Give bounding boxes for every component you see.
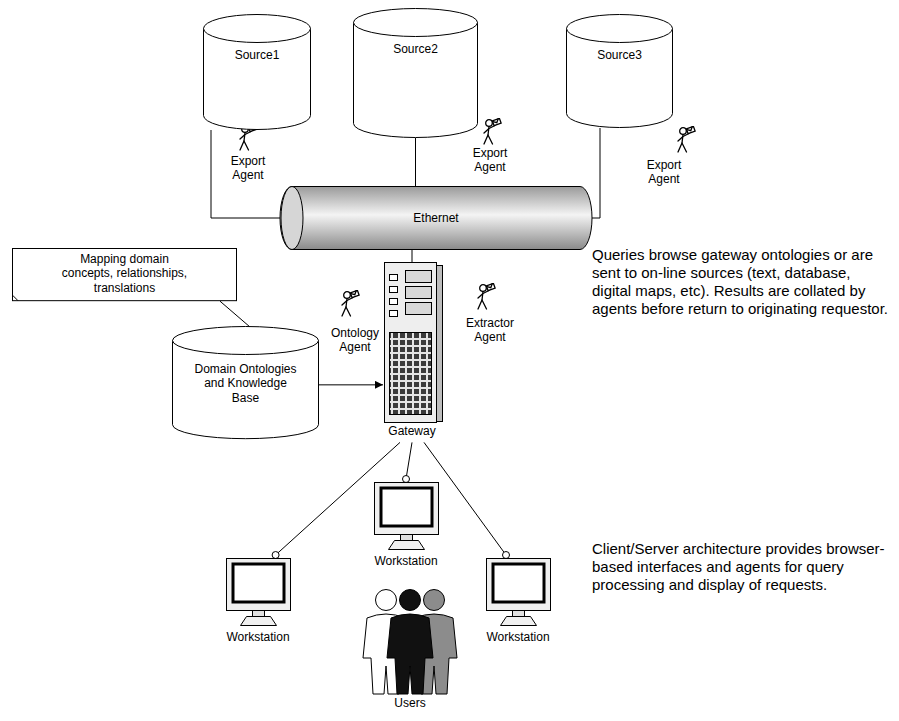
node-text-group: Ethernet	[280, 186, 592, 225]
connector	[415, 138, 416, 186]
ethernet-bus: Ethernet	[280, 186, 592, 250]
connector	[220, 301, 250, 327]
port-circle	[503, 552, 510, 559]
node-text-group: Workstation	[366, 554, 446, 568]
server-vent	[390, 333, 432, 415]
connector	[319, 384, 383, 385]
users-group-outline	[350, 588, 470, 696]
node-text-group: Mapping domain concepts, relationships, …	[55, 248, 195, 295]
cylinder-top	[204, 15, 311, 43]
icon-caption: Users	[350, 696, 470, 710]
cylinder-top	[354, 9, 478, 37]
node-text-group: Workstation	[218, 630, 298, 644]
server-button	[390, 299, 398, 305]
agent-icon	[678, 125, 695, 152]
icon-caption: Workstation	[478, 630, 558, 644]
port-circle	[272, 552, 279, 559]
users-group: Users	[350, 588, 470, 712]
connector	[211, 130, 280, 218]
connector	[592, 128, 600, 218]
server-button	[390, 287, 398, 293]
tube-end	[281, 187, 303, 250]
gateway-server: Gateway	[378, 262, 446, 440]
tube-body	[280, 187, 592, 250]
gateway-server-outline	[378, 262, 446, 424]
cylinder-top	[173, 327, 319, 355]
agent-icon	[484, 117, 501, 144]
connector	[406, 442, 412, 479]
description-note: Queries browse gateway ontologies or are…	[592, 246, 890, 318]
drive-bay	[406, 271, 432, 283]
node-label: Source1	[203, 48, 311, 62]
node-text-group: Source2	[353, 8, 478, 56]
server-front	[385, 263, 437, 423]
workstation-outline	[366, 476, 446, 554]
agent-icon	[342, 289, 359, 316]
callout-frame	[13, 249, 237, 301]
description-note: Client/Server architecture provides brow…	[592, 540, 890, 594]
server-button	[390, 311, 398, 317]
database-cylinder: Source3	[566, 14, 673, 128]
agent-label: Export Agent	[462, 146, 518, 175]
workstation-outline	[218, 552, 298, 630]
cylinder-top	[567, 15, 673, 43]
server-button	[390, 275, 398, 281]
drive-bay	[406, 287, 432, 299]
database-cylinder: Source2	[353, 8, 478, 138]
node-label: Ethernet	[280, 211, 592, 225]
agent-label: Export Agent	[637, 158, 691, 187]
node-text-group: Gateway	[378, 424, 446, 438]
monitor-icon	[487, 559, 551, 626]
node-text-group: Workstation	[478, 630, 558, 644]
workstation-outline	[478, 552, 558, 630]
node-text-group: Users	[350, 696, 470, 710]
icon-caption: Workstation	[218, 630, 298, 644]
workstation: Workstation	[366, 476, 446, 570]
callout-fold	[13, 295, 19, 301]
agent-label: Ontology Agent	[325, 326, 385, 355]
node-label: Source2	[353, 42, 478, 56]
database-cylinder: Source1	[203, 14, 311, 130]
server-side	[437, 266, 443, 422]
agent-label: Export Agent	[222, 154, 274, 183]
person-figure	[387, 590, 433, 695]
monitor-icon	[227, 559, 291, 626]
node-label: Domain Ontologies and Knowledge Base	[190, 362, 302, 405]
node-text-group: Domain Ontologies and Knowledge Base	[190, 326, 302, 405]
port-circle	[403, 476, 410, 483]
node-text-group: Source1	[203, 14, 311, 62]
cylinder-body	[354, 23, 478, 138]
icon-caption: Workstation	[366, 554, 446, 568]
connector	[412, 250, 413, 262]
cylinder-body	[173, 341, 319, 439]
agent-label: Extractor Agent	[458, 316, 522, 345]
database-cylinder-outline	[203, 14, 311, 130]
node-text-group: Source3	[566, 14, 673, 62]
node-label: Source3	[566, 48, 673, 62]
workstation: Workstation	[478, 552, 558, 646]
database-cylinder-outline	[353, 8, 478, 138]
knowledge-base-cylinder: Domain Ontologies and Knowledge Base	[172, 326, 319, 439]
drive-bay	[406, 303, 432, 315]
database-cylinder-outline	[566, 14, 673, 128]
callout-box: Mapping domain concepts, relationships, …	[12, 248, 237, 301]
cylinder-body	[567, 29, 673, 128]
icon-caption: Gateway	[378, 424, 446, 438]
cylinder-body	[204, 29, 311, 130]
node-label: Mapping domain concepts, relationships, …	[55, 252, 195, 295]
agent-icon	[478, 282, 495, 309]
monitor-icon	[375, 483, 439, 550]
workstation: Workstation	[218, 552, 298, 646]
